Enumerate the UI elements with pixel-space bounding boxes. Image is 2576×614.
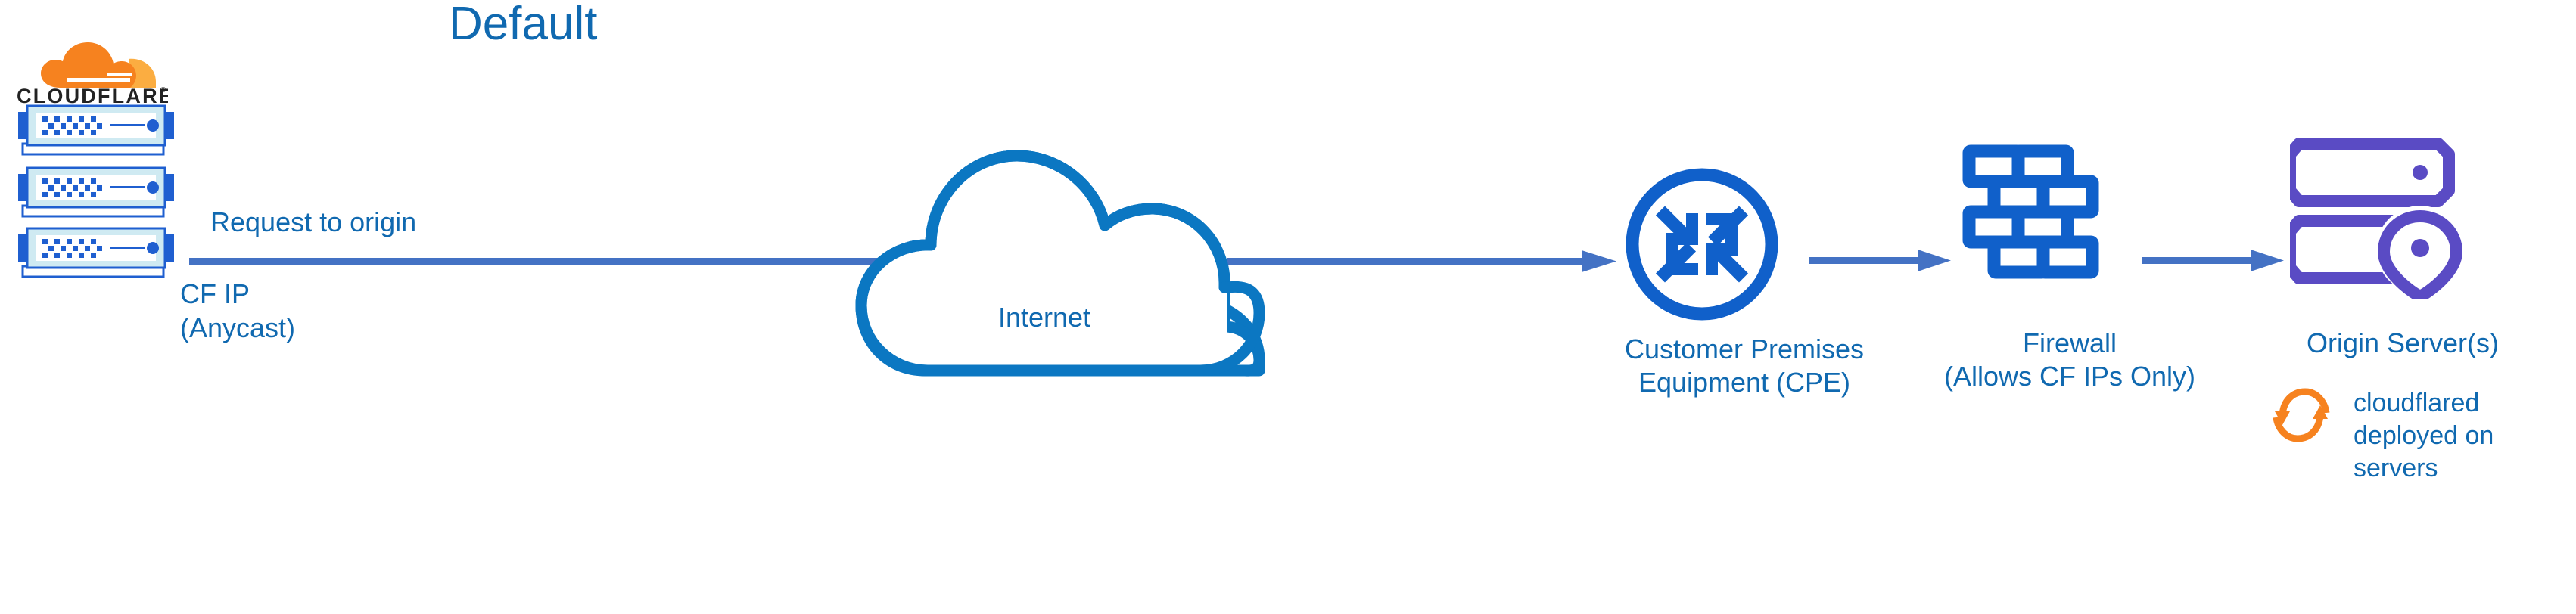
request-to-origin-label: Request to origin <box>210 206 417 237</box>
origin-server-label: Origin Server(s) <box>2306 327 2500 358</box>
page-title: Default <box>449 0 598 50</box>
firewall-icon-wrap <box>1960 142 2111 293</box>
edge-server-icon <box>18 166 174 218</box>
svg-text:®: ® <box>160 86 166 95</box>
arrow-right-icon <box>1809 250 1951 271</box>
arrow-right-icon <box>2142 250 2284 271</box>
router-icon <box>1626 168 1778 321</box>
connector-firewall-to-origin <box>2142 246 2285 276</box>
edge-server-3 <box>17 227 176 278</box>
cloud-icon <box>855 150 1265 377</box>
cpe-router-icon-wrap <box>1622 165 1781 324</box>
svg-text:CLOUDFLARE: CLOUDFLARE <box>17 85 168 104</box>
cloudflare-cloud-logo-icon: CLOUDFLARE ® <box>17 42 168 104</box>
cloudflared-icon-wrap <box>2269 383 2334 448</box>
server-location-pin-icon <box>2290 138 2464 299</box>
refresh-sync-icon <box>2273 388 2330 442</box>
edge-server-2 <box>17 166 176 218</box>
edge-server-1 <box>17 104 176 156</box>
connector-cpe-to-firewall <box>1809 246 1952 276</box>
internet-cloud-shape <box>842 107 1273 380</box>
cf-ip-anycast-label: CF IP (Anycast) <box>180 278 296 343</box>
origin-server-icon-wrap <box>2290 133 2464 299</box>
brick-wall-icon <box>1962 144 2099 279</box>
edge-server-icon <box>18 227 174 278</box>
edge-server-icon <box>18 104 174 156</box>
cloudflared-label: cloudflared deployed on servers <box>2354 389 2494 482</box>
internet-label: Internet <box>997 302 1091 333</box>
cloudflare-logo: CLOUDFLARE ® <box>17 42 168 104</box>
firewall-label: Firewall (Allows CF IPs Only) <box>1943 327 2196 392</box>
cpe-label: Customer Premises Equipment (CPE) <box>1624 333 1865 398</box>
